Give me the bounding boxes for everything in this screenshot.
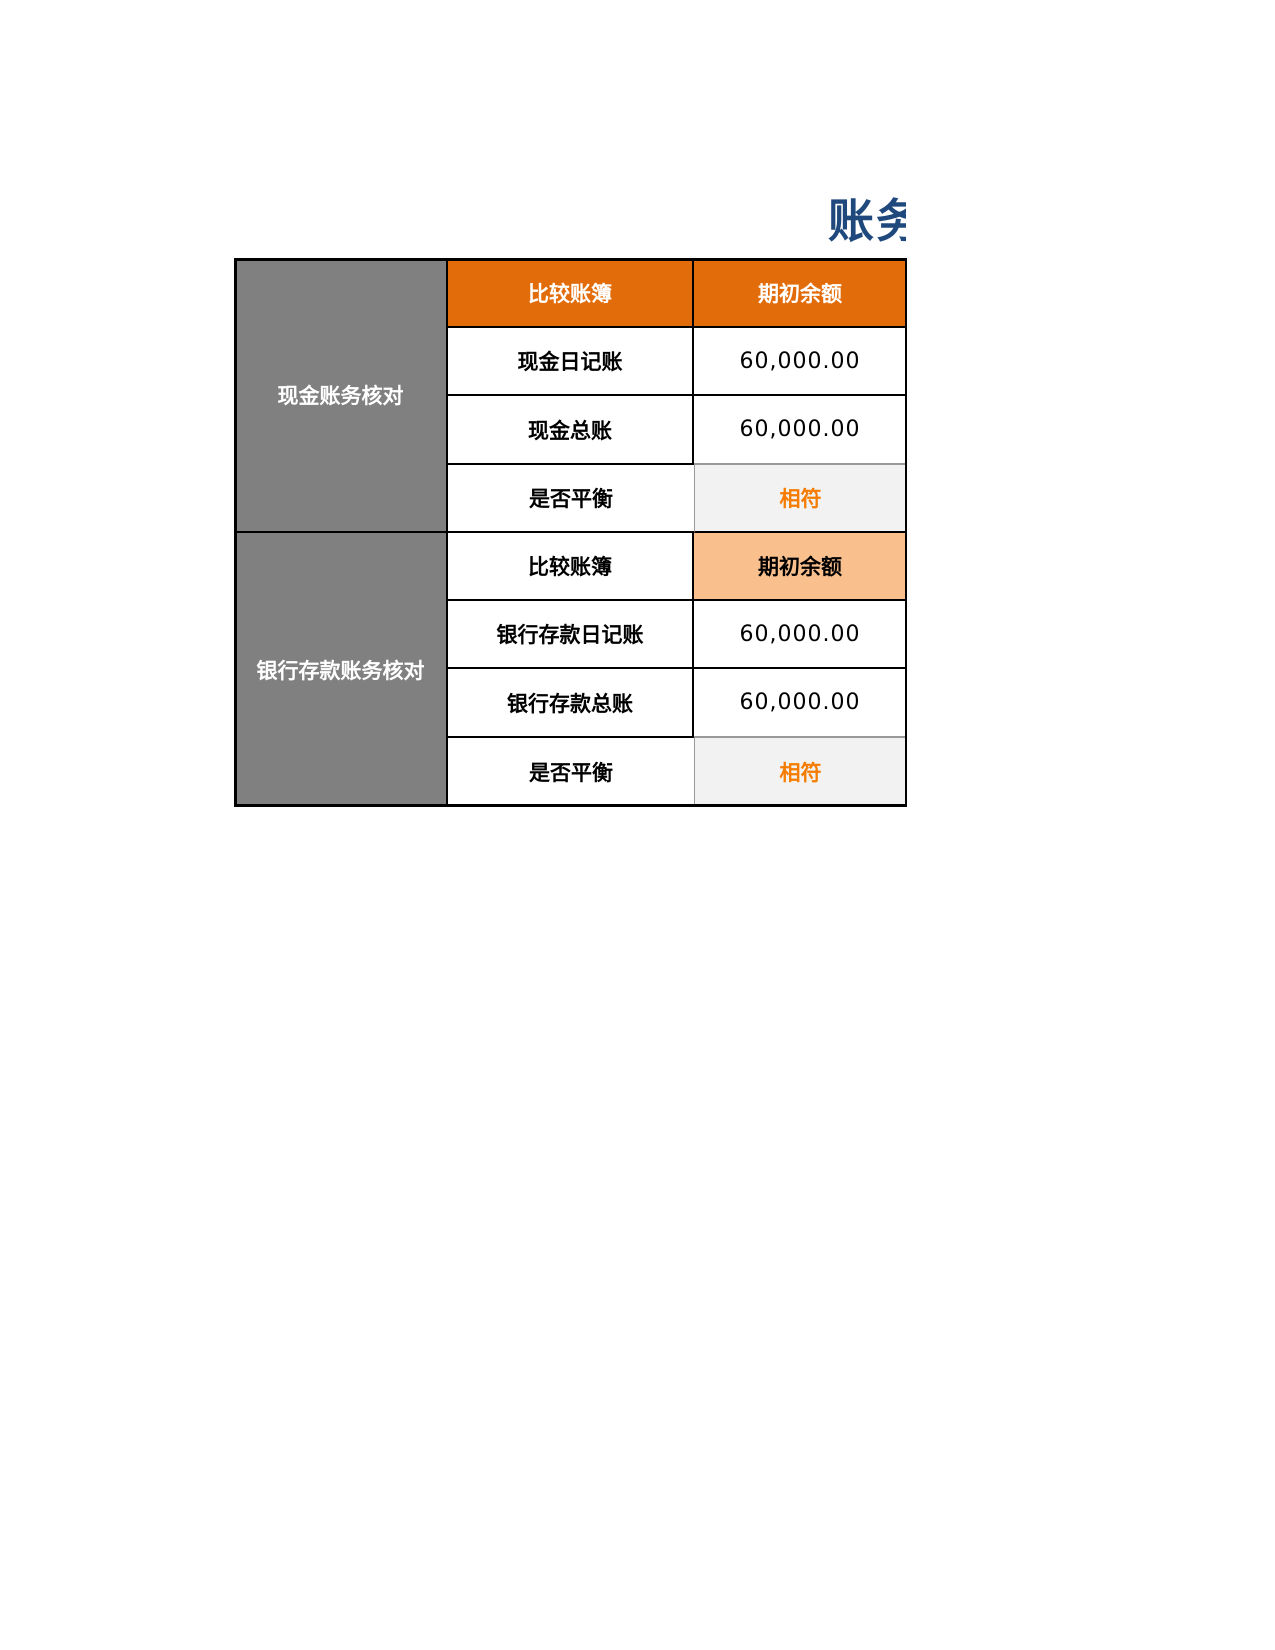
header-compare-books: 比较账簿	[448, 533, 694, 601]
row-label: 银行存款总账	[448, 669, 694, 738]
page-title: 账务核对表	[828, 194, 906, 248]
row-label: 现金总账	[448, 396, 694, 465]
row-value[interactable]: 60,000.00	[694, 669, 906, 738]
balance-status: 相符	[694, 738, 906, 806]
balance-status: 相符	[694, 465, 906, 533]
title-container: 账务核对表	[0, 185, 906, 250]
group-label-cash: 现金账务核对	[235, 259, 448, 533]
group-label-bank: 银行存款账务核对	[235, 533, 448, 806]
row-value[interactable]: 60,000.00	[694, 328, 906, 396]
row-value[interactable]: 60,000.00	[694, 601, 906, 669]
header-compare-books: 比较账簿	[448, 259, 694, 328]
row-label: 是否平衡	[448, 738, 694, 806]
row-value[interactable]: 60,000.00	[694, 396, 906, 465]
header-opening-balance: 期初余额	[694, 259, 906, 328]
row-label: 是否平衡	[448, 465, 694, 533]
row-label: 现金日记账	[448, 328, 694, 396]
header-opening-balance: 期初余额	[694, 533, 906, 601]
row-label: 银行存款日记账	[448, 601, 694, 669]
